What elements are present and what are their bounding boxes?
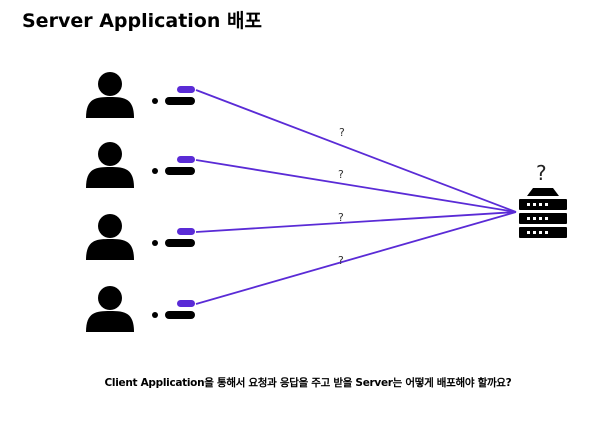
server-unit-1	[519, 199, 567, 210]
client-1	[86, 72, 195, 118]
page-title: Server Application 배포	[22, 10, 262, 32]
client-4	[86, 286, 195, 332]
client-app-icon	[152, 228, 195, 247]
connection-line-3	[195, 211, 517, 233]
connection-question-4: ?	[338, 254, 344, 267]
connection-line-2	[195, 159, 517, 213]
person-icon	[86, 142, 134, 188]
client-group	[86, 72, 195, 332]
connection-question-3: ?	[338, 211, 344, 224]
person-icon	[86, 214, 134, 260]
connection-question-2: ?	[338, 168, 344, 181]
server-icon: ?	[519, 161, 567, 238]
client-3	[86, 214, 195, 260]
connection-line-1	[195, 89, 517, 213]
person-icon	[86, 72, 134, 118]
connection-lines: ????	[195, 89, 517, 305]
server-question-mark: ?	[536, 161, 547, 185]
client-app-icon	[152, 300, 195, 319]
client-app-icon	[152, 86, 195, 105]
person-icon	[86, 286, 134, 332]
diagram-caption: Client Application을 통해서 요청과 응답을 주고 받을 Se…	[104, 377, 512, 389]
server-unit-2	[519, 213, 567, 224]
client-app-icon	[152, 156, 195, 175]
connection-line-4	[195, 211, 517, 305]
server-top-cap	[527, 188, 559, 196]
server-unit-3	[519, 227, 567, 238]
connection-question-1: ?	[339, 126, 345, 139]
client-2	[86, 142, 195, 188]
